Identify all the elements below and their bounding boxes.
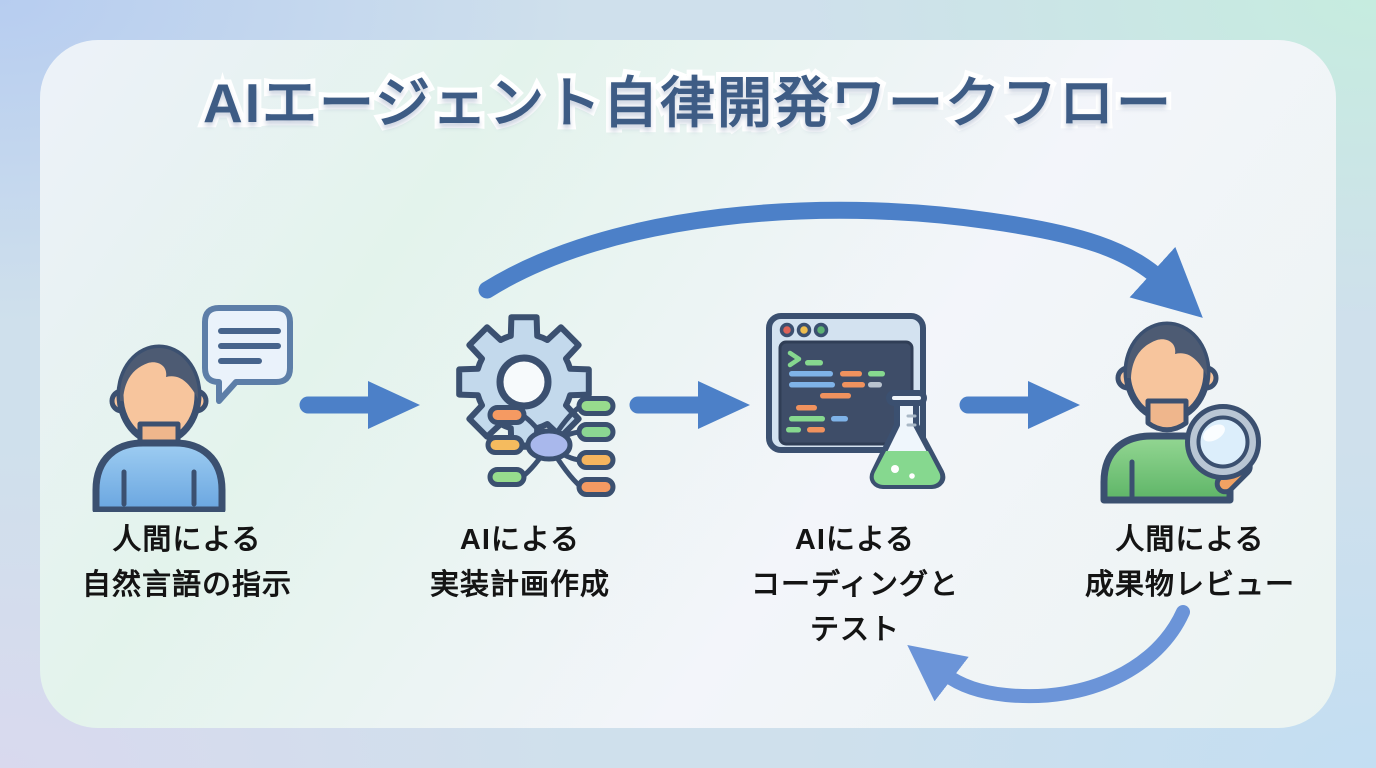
flow-arrow <box>959 381 1080 429</box>
step-label-ai-planning: AIによる 実装計画作成 <box>360 518 680 608</box>
label-line: 成果物レビュー <box>1084 569 1295 601</box>
flask-icon <box>869 390 946 489</box>
step-label-human-instruction: 人間による 自然言語の指示 <box>27 518 347 608</box>
label-line: AIによる <box>459 524 581 556</box>
label-line: 自然言語の指示 <box>81 569 292 601</box>
label-line: コーディングと <box>751 569 959 601</box>
label-line: テスト <box>809 614 900 646</box>
speech-bubble-icon <box>202 305 293 404</box>
flow-arrow <box>629 381 750 429</box>
person-speech-bubble-icon <box>82 300 307 512</box>
label-line: 人間による <box>1115 524 1265 556</box>
gear-icon <box>456 314 592 450</box>
flow-arrow <box>299 381 420 429</box>
gear-mindmap-icon <box>432 310 632 500</box>
magnifier-icon <box>1185 404 1261 495</box>
step-label-ai-coding-testing: AIによる コーディングと テスト <box>695 518 1015 653</box>
person-figure <box>92 344 226 512</box>
mindmap-icon <box>485 396 616 497</box>
person-magnifier-icon <box>1092 300 1297 505</box>
label-line: AIによる <box>794 524 916 556</box>
code-editor-flask-icon <box>756 303 966 503</box>
label-line: 人間による <box>112 524 262 556</box>
label-line: 実装計画作成 <box>429 569 610 601</box>
step-label-human-review: 人間による 成果物レビュー <box>1030 518 1350 608</box>
code-window-icon <box>766 313 926 453</box>
page-title: AIエージェント自律開発ワークフロー <box>198 67 1176 139</box>
